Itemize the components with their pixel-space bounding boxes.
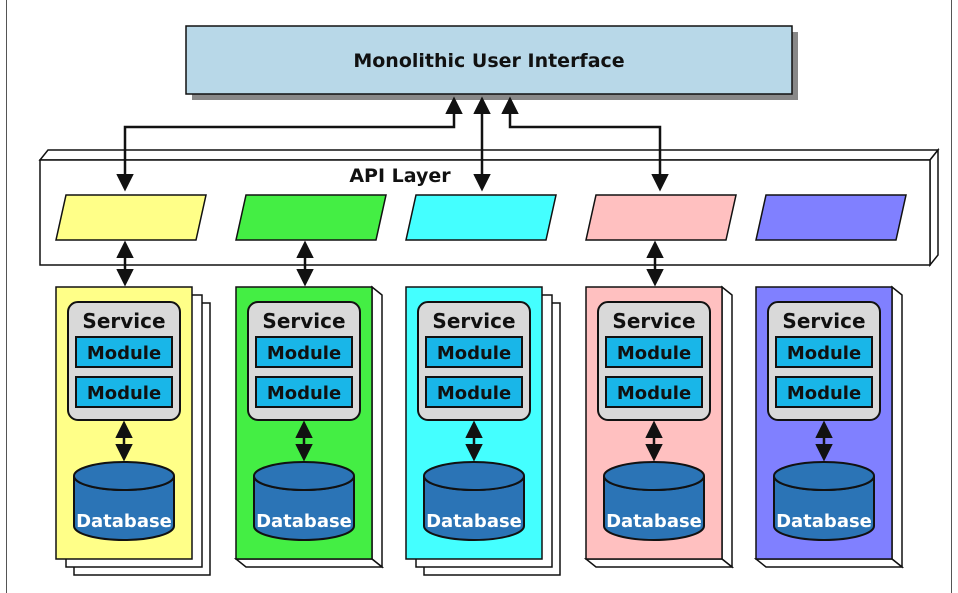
module-box-2 [75, 376, 173, 408]
module-box-2 [775, 376, 873, 408]
api-endpoint-4 [585, 194, 737, 241]
module-box-1 [255, 336, 353, 368]
api-endpoint-1 [55, 194, 207, 241]
database-icon: Database [73, 461, 175, 541]
module-label-2: Module [617, 383, 691, 404]
database-icon: Database [603, 461, 705, 541]
ui-box [185, 25, 793, 95]
database-label: Database [76, 511, 172, 532]
column-depth-bottom [233, 558, 385, 568]
database-icon: Database [423, 461, 525, 541]
service-label: Service [82, 309, 165, 333]
ui-api-arrow-right [501, 96, 669, 192]
ui-api-arrow-left [116, 96, 463, 192]
api-endpoint-5 [755, 194, 907, 241]
api-endpoints [55, 194, 907, 241]
service-label: Service [262, 309, 345, 333]
column-depth-bottom [583, 558, 735, 568]
module-label-2: Module [87, 383, 161, 404]
service-label: Service [612, 309, 695, 333]
module-label-2: Module [437, 383, 511, 404]
module-label-1: Module [437, 343, 511, 364]
api-layer-top [38, 149, 940, 161]
module-box-2 [605, 376, 703, 408]
service-columns: ServiceModuleModuleDatabaseServiceModule… [55, 285, 905, 576]
api-endpoint-3 [405, 194, 557, 241]
column-depth-side [721, 285, 733, 569]
module-label-1: Module [267, 343, 341, 364]
service-label: Service [432, 309, 515, 333]
database-icon: Database [773, 461, 875, 541]
api-layer-label: API Layer [349, 165, 451, 187]
api-layer-side [929, 147, 939, 268]
column-depth-side [371, 285, 383, 569]
module-label-1: Module [787, 343, 861, 364]
module-box-2 [425, 376, 523, 408]
module-box-1 [425, 336, 523, 368]
database-icon: Database [253, 461, 355, 541]
database-top [603, 461, 705, 491]
module-box-1 [605, 336, 703, 368]
module-label-1: Module [617, 343, 691, 364]
database-label: Database [776, 511, 872, 532]
ui-label: Monolithic User Interface [353, 50, 624, 72]
database-top [253, 461, 355, 491]
database-label: Database [606, 511, 702, 532]
database-label: Database [426, 511, 522, 532]
diagram-frame [6, 0, 952, 593]
api-endpoint-2 [235, 194, 387, 241]
column-depth-side [891, 285, 903, 569]
module-box-1 [775, 336, 873, 368]
connection-arrows [115, 96, 833, 462]
module-label-2: Module [267, 383, 341, 404]
monolithic-ui: Monolithic User Interface [185, 25, 798, 100]
database-top [773, 461, 875, 491]
column-depth-bottom [753, 558, 905, 568]
database-top [423, 461, 525, 491]
module-label-2: Module [787, 383, 861, 404]
module-label-1: Module [87, 343, 161, 364]
database-top [73, 461, 175, 491]
service-label: Service [782, 309, 865, 333]
module-box-1 [75, 336, 173, 368]
database-label: Database [256, 511, 352, 532]
module-box-2 [255, 376, 353, 408]
